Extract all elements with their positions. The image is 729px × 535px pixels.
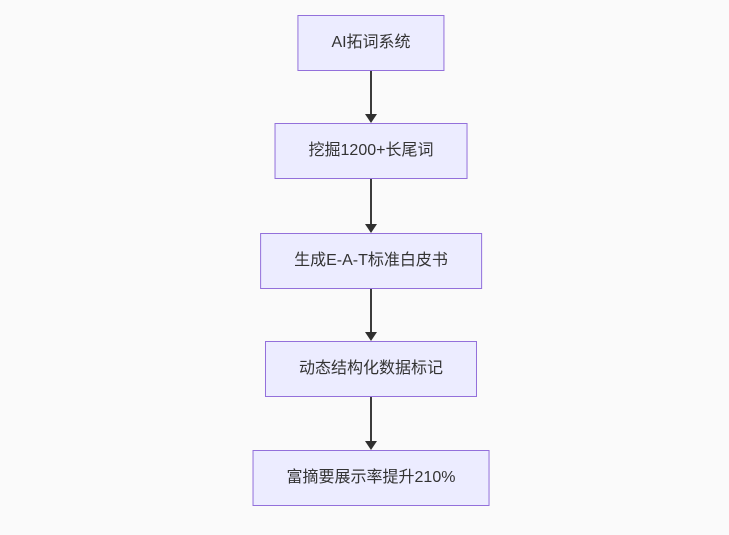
node-label: 挖掘1200+长尾词: [308, 142, 434, 159]
node-label: 动态结构化数据标记: [298, 360, 444, 377]
node-label: 富摘要展示率提升210%: [286, 469, 456, 486]
arrow-line: [370, 71, 372, 115]
flowchart-node-rich-snippet-result: 富摘要展示率提升210%: [252, 450, 490, 506]
arrow-line: [370, 397, 372, 442]
arrow-head-icon: [365, 332, 377, 341]
arrow-head-icon: [365, 441, 377, 450]
arrow-head-icon: [365, 224, 377, 233]
flowchart-node-ai-system: AI拓词系统: [297, 15, 445, 71]
arrow-line: [370, 289, 372, 333]
flowchart-node-eat-whitepaper: 生成E-A-T标准白皮书: [260, 233, 482, 289]
flowchart-node-structured-data: 动态结构化数据标记: [264, 341, 478, 397]
flowchart-node-longtail-mining: 挖掘1200+长尾词: [274, 123, 468, 179]
node-label: AI拓词系统: [331, 34, 411, 51]
arrow-line: [370, 179, 372, 225]
node-label: 生成E-A-T标准白皮书: [294, 252, 448, 269]
arrow-head-icon: [365, 114, 377, 123]
